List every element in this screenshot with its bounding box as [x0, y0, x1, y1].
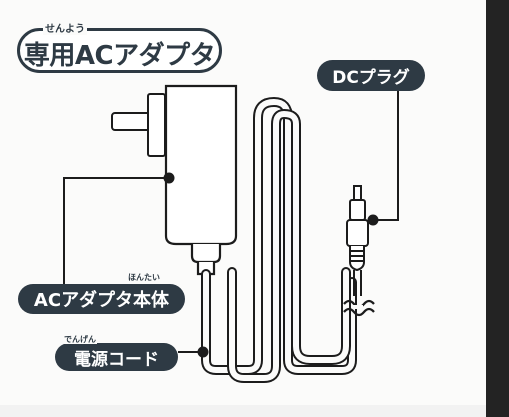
adapter-body-label: ACアダプタ本体: [18, 284, 185, 314]
cord-dot: [197, 346, 209, 358]
power-cord-ruby: でんげん: [63, 335, 97, 344]
bottom-edge: [0, 405, 486, 417]
adapter-body-label-text: ACアダプタ本体: [33, 290, 170, 311]
power-cord-label: 電源コード: [55, 343, 178, 371]
power-cord-label-text: 電源コード: [74, 349, 159, 370]
adapter-drawing: [63, 84, 399, 383]
adapter-body-icon: [164, 84, 238, 276]
title-ruby: せんよう: [43, 24, 87, 35]
adapter-body-ruby: ほんたい: [128, 273, 160, 282]
wave-break-icon: [343, 299, 375, 317]
title-badge: 専用ACアダプタ: [17, 28, 222, 73]
body-dot: [163, 172, 175, 184]
dark-edge-band: [486, 0, 509, 417]
dc-plug-label-text: DCプラグ: [332, 68, 410, 88]
connector-dots: [163, 172, 379, 358]
cord-icon: [201, 97, 357, 383]
dc-plug-label: DCプラグ: [317, 60, 425, 91]
page-title: 専用ACアダプタ: [23, 41, 216, 71]
body-leader: [63, 177, 169, 285]
dc-plug-leader: [373, 90, 399, 221]
dc-plug-dot: [367, 214, 379, 226]
ac-plug-icon: [111, 93, 166, 157]
dc-plug-icon: [346, 185, 369, 296]
